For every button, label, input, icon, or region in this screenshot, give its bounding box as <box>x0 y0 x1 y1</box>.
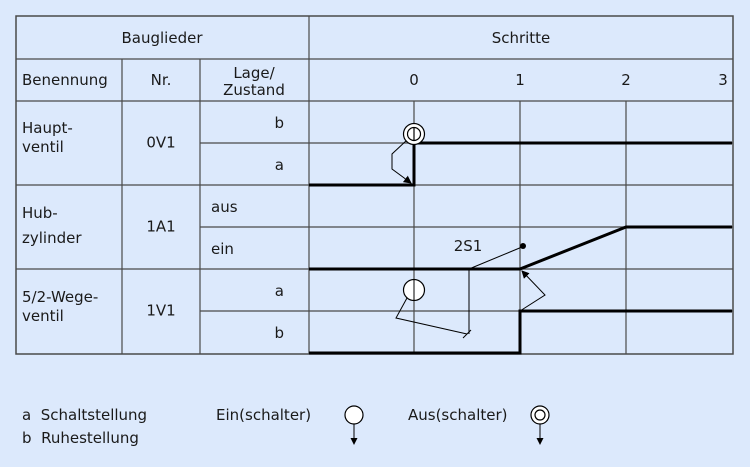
legend-a: a Schaltstellung <box>22 404 147 426</box>
legend-aus-label: Aus(schalter) <box>408 406 508 424</box>
component-state: a <box>275 282 284 300</box>
header-zustand: Zustand <box>223 81 285 99</box>
header-benennung: Benennung <box>22 71 108 89</box>
component-nr: 1V1 <box>146 302 175 320</box>
component-state: b <box>274 324 284 342</box>
component-state: a <box>275 156 284 174</box>
state-lines <box>309 141 732 355</box>
signal-line-ein <box>395 297 468 335</box>
signal-line-2s1 <box>468 246 523 334</box>
signal-label-2s1: 2S1 <box>454 237 483 255</box>
component-nr: 0V1 <box>146 134 175 152</box>
component-row-1a1: Hub- zylinder 1A1 aus ein <box>22 198 238 258</box>
header-bauglieder: Bauglieder <box>122 29 204 47</box>
legend-b: b Ruhestellung <box>22 427 139 449</box>
component-nr: 1A1 <box>146 218 175 236</box>
header-nr: Nr. <box>151 71 172 89</box>
legend-b-key: b <box>22 429 32 447</box>
state-line-1v1 <box>309 309 732 355</box>
limit-switch-dot <box>520 243 526 249</box>
state-line-1a1 <box>309 225 732 271</box>
component-name: ventil <box>22 138 64 156</box>
header-schritte: Schritte <box>492 29 551 47</box>
step-label-3: 3 <box>718 71 728 89</box>
component-row-0v1: Haupt- ventil 0V1 b a <box>22 114 284 174</box>
legend-ein-icon <box>344 405 364 445</box>
aus-switch-symbol <box>402 122 426 146</box>
legend-ein-label: Ein(schalter) <box>216 406 312 424</box>
step-label-1: 1 <box>515 71 525 89</box>
legend-a-key: a <box>22 406 32 424</box>
signal-arrow-feedback <box>519 270 546 312</box>
component-name: zylinder <box>22 229 82 247</box>
component-name: Haupt- <box>22 119 73 137</box>
component-row-1v1: 5/2-Wege- ventil 1V1 a b <box>22 282 284 342</box>
ein-switch-symbol <box>402 278 426 302</box>
component-name: Hub- <box>22 204 58 222</box>
component-state: ein <box>211 240 234 258</box>
component-name: 5/2-Wege- <box>22 288 98 306</box>
component-name: ventil <box>22 307 64 325</box>
legend-aus-icon <box>530 405 550 445</box>
legend-b-text: Ruhestellung <box>41 429 139 447</box>
state-line-0v1 <box>309 141 732 187</box>
header-lage: Lage/ <box>233 64 275 82</box>
step-label-2: 2 <box>621 71 631 89</box>
signal-line-tick <box>462 329 472 339</box>
signal-arrow-aus <box>391 139 412 184</box>
legend-a-text: Schaltstellung <box>40 406 148 424</box>
step-label-0: 0 <box>409 71 419 89</box>
component-state: b <box>274 114 284 132</box>
component-state: aus <box>211 198 238 216</box>
signal-lines <box>391 139 546 339</box>
